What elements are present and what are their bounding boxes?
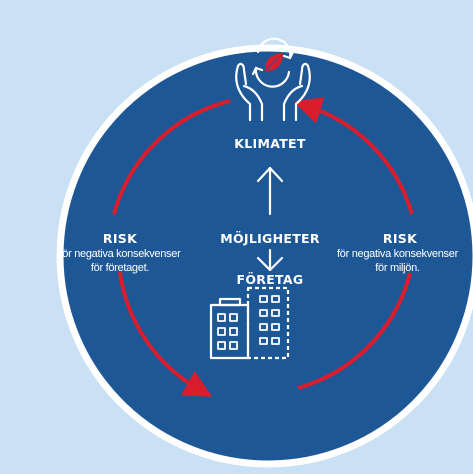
arrow-up-icon bbox=[256, 166, 284, 216]
right-risk-title: RISK bbox=[382, 231, 418, 246]
arrow-down-icon bbox=[256, 248, 284, 272]
opportunities-label: MÖJLIGHETER bbox=[220, 231, 320, 246]
right-risk-line1: för negativa konsekvenser bbox=[337, 248, 458, 260]
left-risk-title: RISK bbox=[102, 231, 138, 246]
right-risk-line2: för miljön. bbox=[375, 262, 420, 274]
company-label: FÖRETAG bbox=[236, 272, 304, 287]
cycle-arrow-bottom-left bbox=[118, 271, 213, 397]
cycle-arrow-top-left bbox=[112, 99, 231, 215]
cycle-arrow-bottom-right bbox=[297, 272, 412, 390]
hands-holding-recycle-leaf-icon bbox=[235, 37, 311, 122]
office-buildings-icon bbox=[209, 286, 290, 360]
cycle-arrow-top-right bbox=[293, 96, 414, 215]
left-risk-line1: för negativa konsekvenser bbox=[59, 248, 181, 260]
left-risk-line2: för företaget. bbox=[90, 262, 150, 274]
climate-label: KLIMATET bbox=[234, 136, 306, 151]
